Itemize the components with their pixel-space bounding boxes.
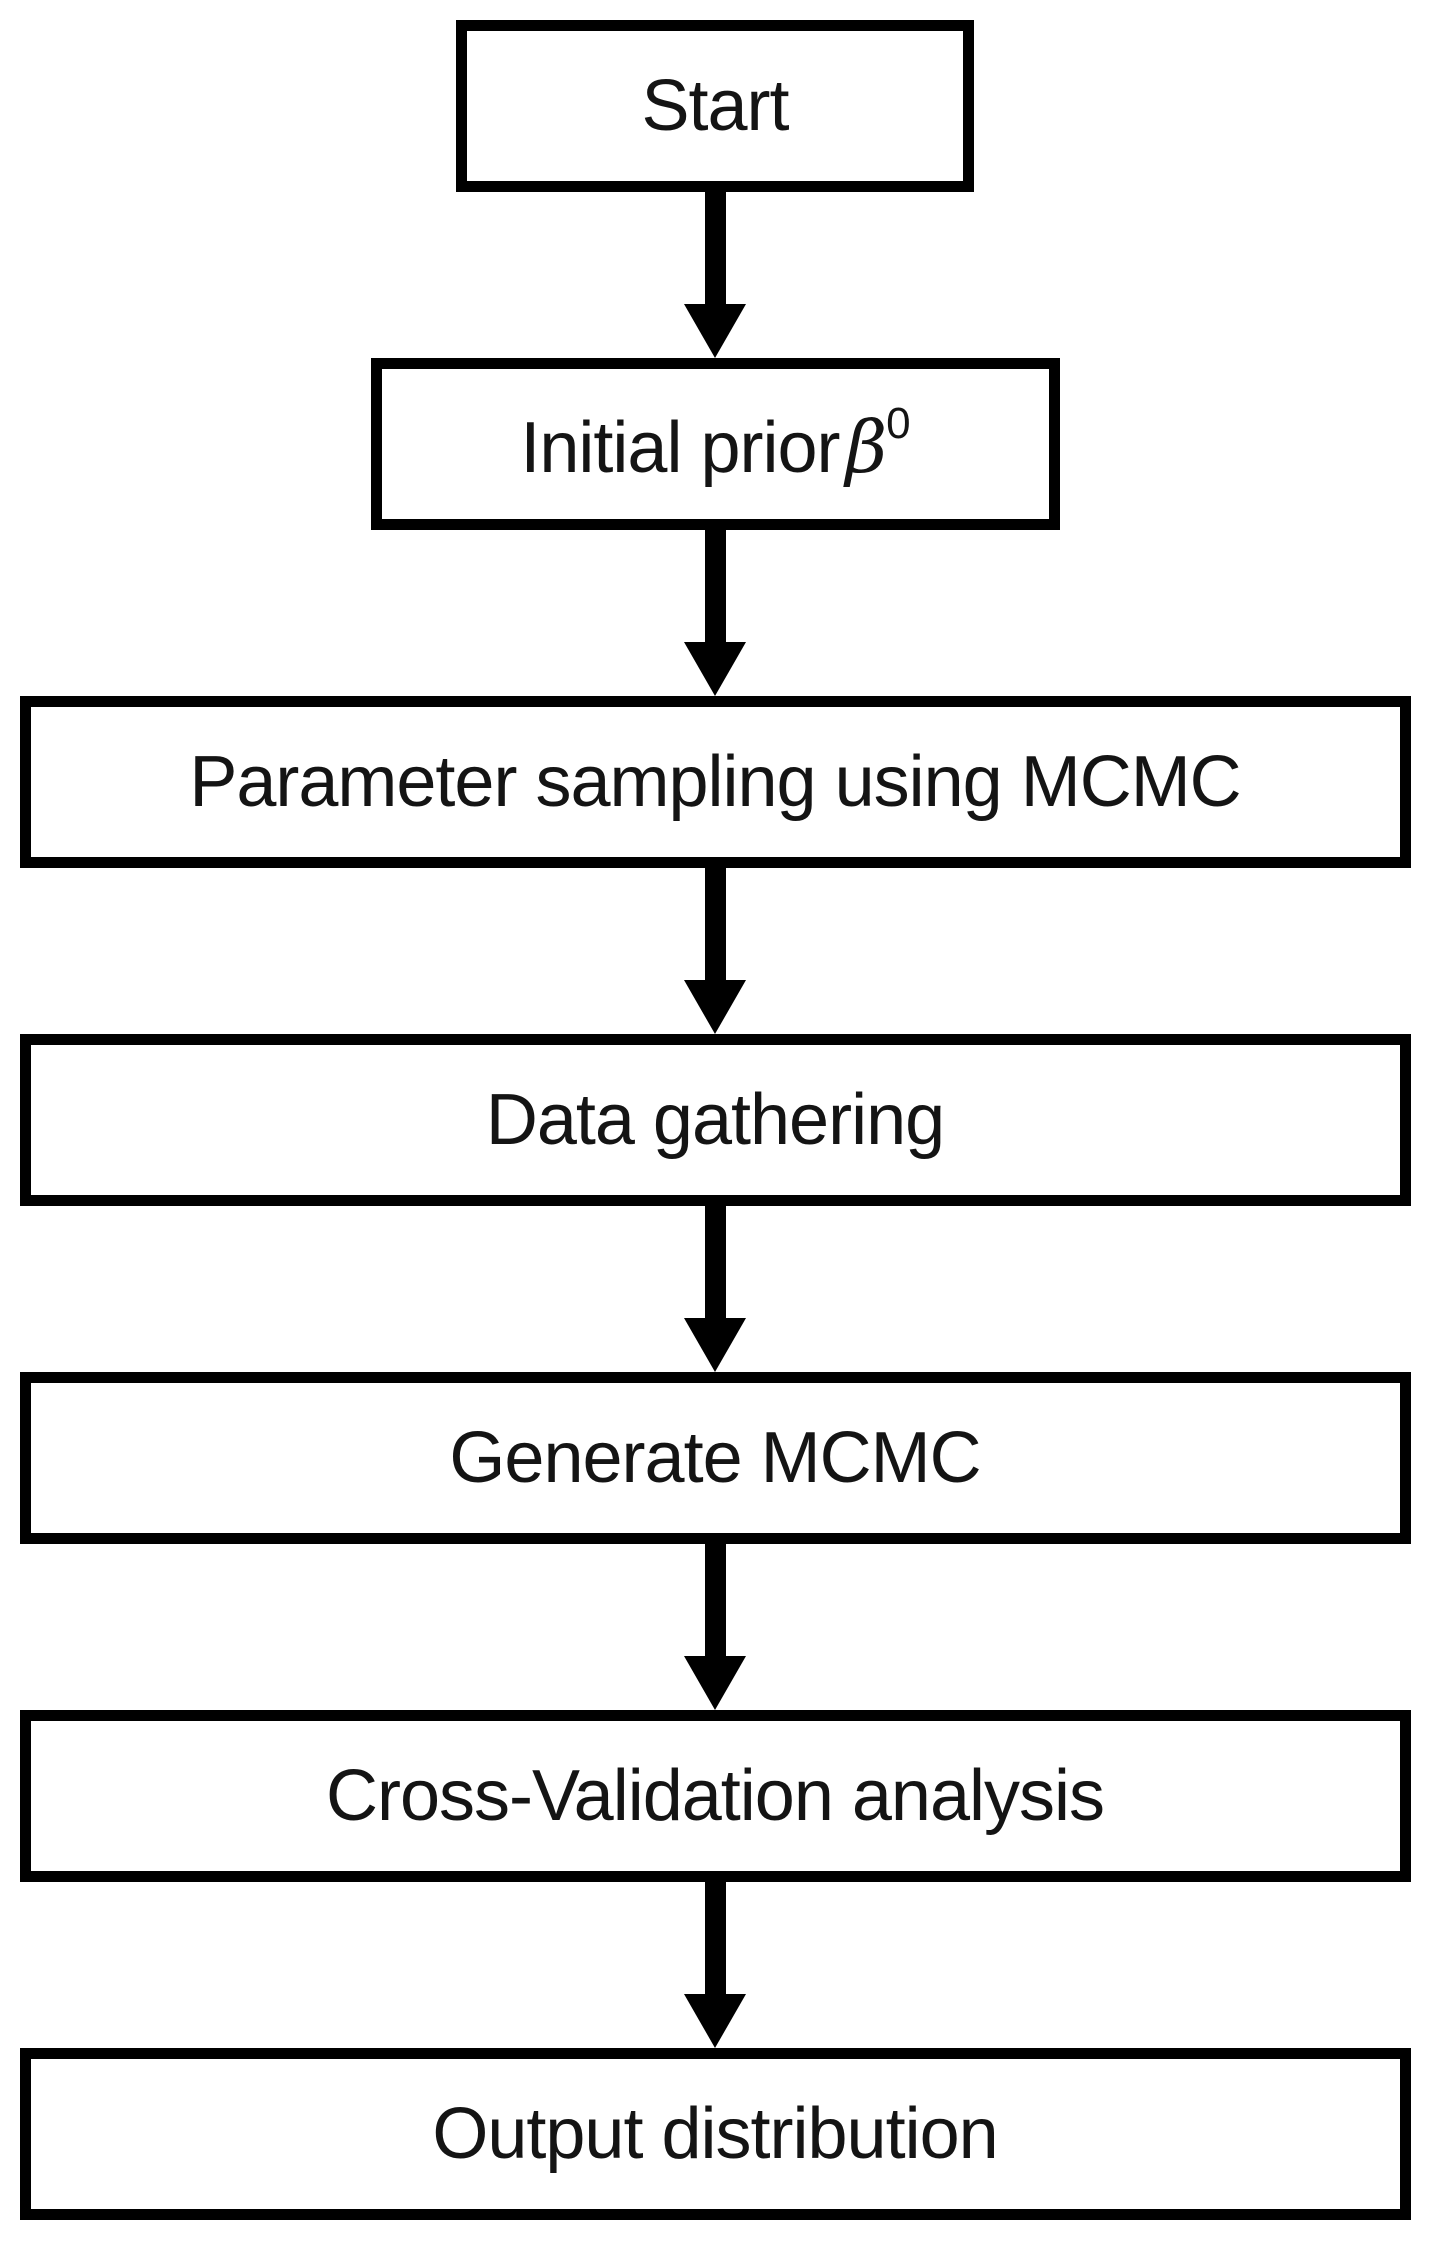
flow-node-generate-mcmc-label: Generate MCMC	[449, 1418, 981, 1498]
initial-prior-text: Initial prior	[520, 408, 840, 488]
arrow-stem	[704, 1882, 726, 1994]
arrow-stem	[704, 1206, 726, 1318]
arrow-head	[684, 1656, 746, 1710]
arrow-down-icon	[684, 1882, 746, 2048]
arrow-stem	[704, 530, 726, 642]
arrow-head	[684, 304, 746, 358]
arrow-down-icon	[684, 1206, 746, 1372]
flow-node-initial-prior-label: Initial priorβ0	[520, 399, 911, 489]
arrow-down-icon	[684, 1544, 746, 1710]
flow-node-start-label: Start	[641, 66, 789, 146]
arrow-down-icon	[684, 192, 746, 358]
flow-node-start: Start	[456, 20, 974, 192]
flow-node-parameter-sampling-label: Parameter sampling using MCMC	[189, 742, 1241, 822]
flow-node-generate-mcmc: Generate MCMC	[19, 1372, 1411, 1544]
arrow-stem	[704, 868, 726, 980]
flow-node-cross-validation-label: Cross-Validation analysis	[325, 1756, 1105, 1836]
arrow-head	[684, 1994, 746, 2048]
arrow-down-icon	[684, 530, 746, 696]
flow-node-cross-validation: Cross-Validation analysis	[19, 1710, 1411, 1882]
beta-superscript: 0	[886, 399, 911, 448]
arrow-head	[684, 642, 746, 696]
flow-node-data-gathering: Data gathering	[19, 1034, 1411, 1206]
arrow-head	[684, 980, 746, 1034]
flow-node-parameter-sampling: Parameter sampling using MCMC	[19, 696, 1411, 868]
arrow-head	[684, 1318, 746, 1372]
flow-node-initial-prior: Initial priorβ0	[370, 358, 1060, 530]
arrow-stem	[704, 1544, 726, 1656]
flow-node-data-gathering-label: Data gathering	[485, 1080, 945, 1160]
arrow-down-icon	[684, 868, 746, 1034]
flow-node-output-distribution-label: Output distribution	[432, 2094, 998, 2174]
beta-symbol: β	[845, 405, 888, 489]
arrow-stem	[704, 192, 726, 304]
flow-node-output-distribution: Output distribution	[19, 2048, 1411, 2220]
